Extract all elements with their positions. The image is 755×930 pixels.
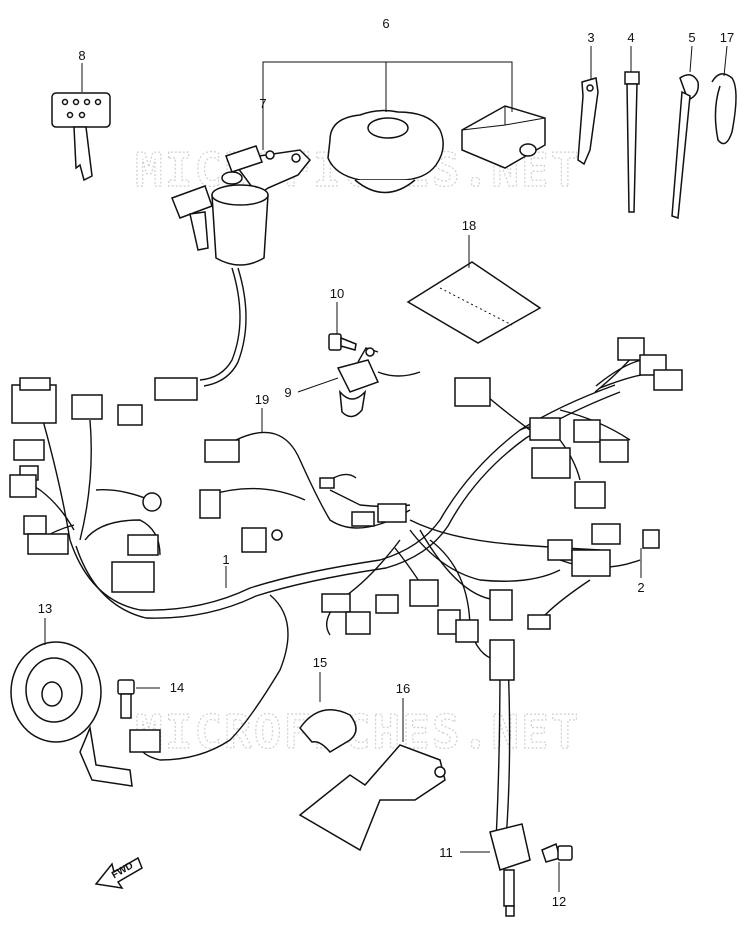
callout-6-bracket [262, 61, 513, 115]
callout-7: 7 [259, 96, 266, 111]
callout-18: 18 [462, 218, 476, 233]
part-13-horn [10, 641, 133, 787]
harness-connectors [9, 337, 683, 753]
part-15-cover [299, 709, 357, 753]
part-3-clamp [577, 77, 599, 166]
part-10-bolt [328, 333, 357, 351]
part-9-switch [336, 347, 421, 418]
part-5-clamp [671, 74, 700, 220]
part-4-cable-tie [624, 71, 640, 213]
callout-17: 17 [720, 30, 734, 45]
part-12-bolt [541, 842, 573, 863]
callout-3: 3 [587, 30, 594, 45]
callout-14: 14 [170, 680, 184, 695]
part-6-fuel-cap [327, 105, 546, 194]
callout-10: 10 [330, 286, 344, 301]
forward-direction-arrow: FWD [94, 856, 143, 890]
callout-13: 13 [38, 601, 52, 616]
callout-12: 12 [552, 894, 566, 909]
watermark-bottom: MICROFICHES.NET [135, 705, 580, 759]
leader-lines [44, 45, 728, 892]
part-11-switch [489, 823, 531, 917]
part-16-bracket [298, 744, 446, 852]
callout-15: 15 [313, 655, 327, 670]
callout-2: 2 [637, 580, 644, 595]
callout-5: 5 [688, 30, 695, 45]
callout-19: 19 [255, 392, 269, 407]
callout-9: 9 [284, 385, 291, 400]
callout-11: 11 [439, 845, 453, 860]
part-8-key [51, 92, 111, 182]
part-17-clamp [711, 73, 737, 145]
callout-4: 4 [627, 30, 634, 45]
part-14-bolt [117, 679, 135, 719]
callout-numbers: 1 2 3 4 5 6 7 8 9 10 11 12 13 14 15 16 1… [38, 16, 734, 909]
callout-8: 8 [78, 48, 85, 63]
callout-1: 1 [222, 552, 229, 567]
callout-16: 16 [396, 681, 410, 696]
part-18-label [406, 261, 542, 344]
callout-6: 6 [382, 16, 389, 31]
part-7-ignition-switch [171, 145, 312, 266]
